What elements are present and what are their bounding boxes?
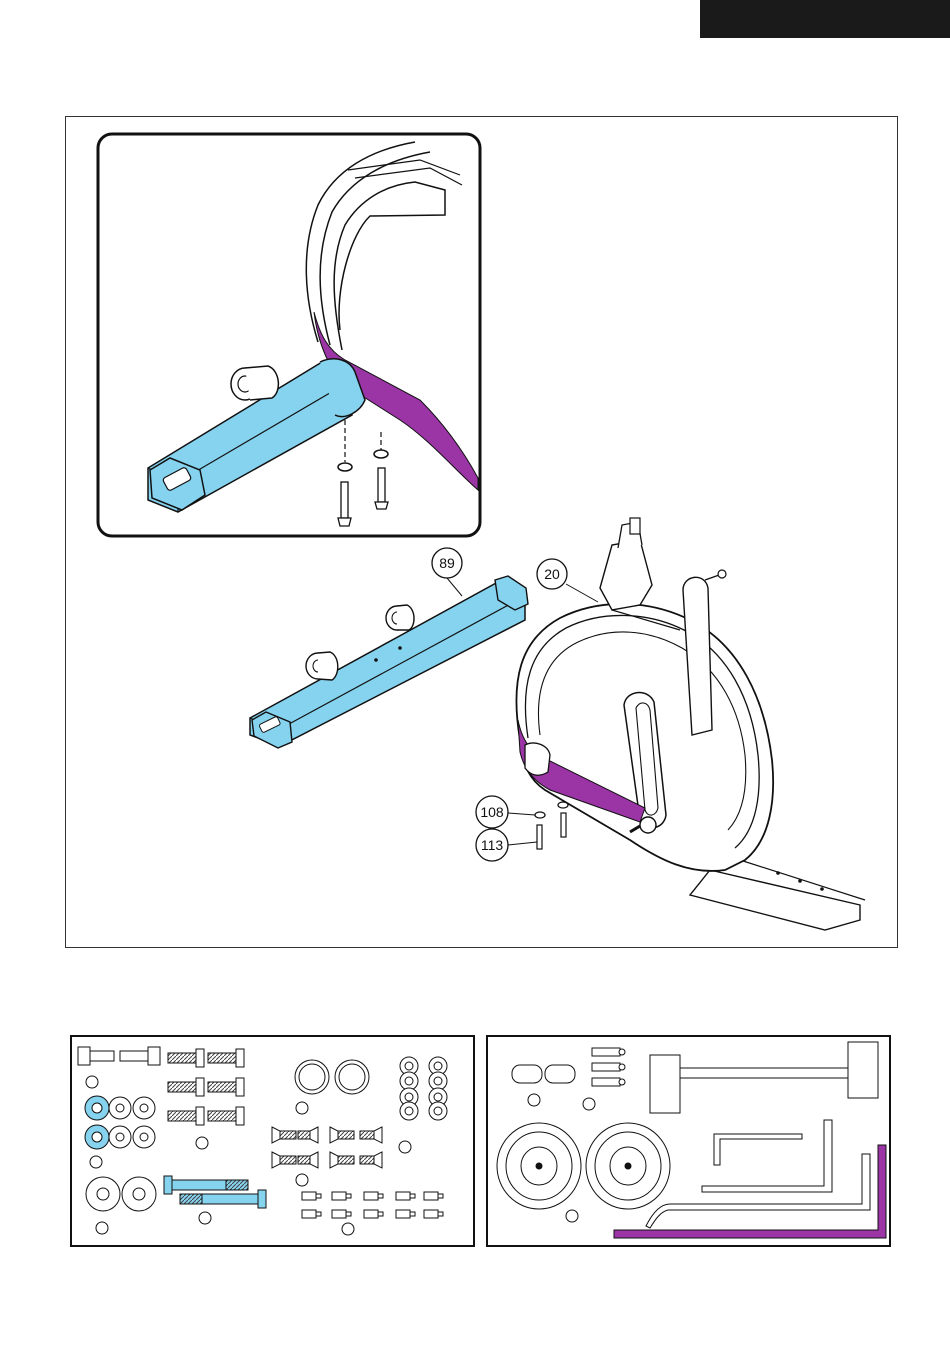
detail-inset — [98, 134, 480, 536]
callout-label-89: 89 — [439, 555, 455, 571]
callout-108: 108 — [476, 796, 535, 828]
main-frame-unit — [516, 518, 865, 930]
callout-label-20: 20 — [544, 566, 560, 582]
tool-items — [497, 1042, 886, 1238]
callout-label-108: 108 — [480, 804, 504, 820]
callout-label-113: 113 — [481, 837, 504, 853]
callout-113: 113 — [476, 829, 537, 861]
callout-20: 20 — [537, 559, 598, 602]
rear-stabilizer — [250, 576, 528, 748]
hardware-items — [78, 1047, 447, 1235]
callout-89: 89 — [432, 548, 462, 596]
